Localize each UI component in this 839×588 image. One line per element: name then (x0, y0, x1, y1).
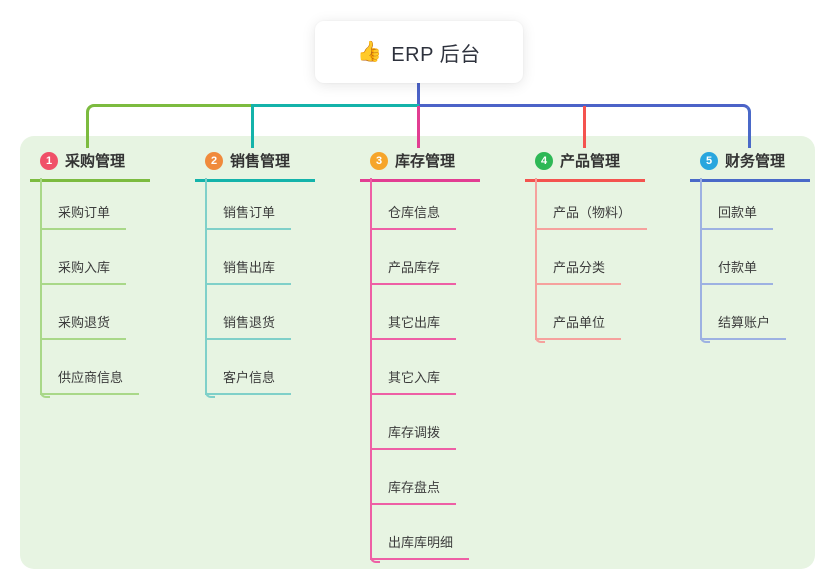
thumbs-up-icon: 👍 (357, 41, 383, 63)
branch-number-badge: 5 (700, 151, 718, 170)
connector-drop-teal (251, 104, 254, 148)
branch-title: 产品管理 (560, 153, 621, 170)
root-connector-line (417, 83, 420, 107)
root-node-erp[interactable]: 👍 ERP 后台 (315, 21, 523, 83)
branch-sales: 2 销售管理 销售订单 销售出库 销售退货 客户信息 (195, 147, 345, 398)
tree-node[interactable]: 产品（物料） (535, 204, 648, 230)
branch-header-sales[interactable]: 2 销售管理 (195, 147, 315, 182)
connector-drop-red (583, 106, 586, 148)
tree-node[interactable]: 其它入库 (370, 369, 457, 395)
tree-node[interactable]: 库存盘点 (370, 479, 457, 505)
branch-purchase: 1 采购管理 采购订单 采购入库 采购退货 供应商信息 (30, 147, 180, 398)
branch-title: 财务管理 (725, 153, 786, 170)
connector-drop-magenta (417, 106, 420, 148)
tree-node[interactable]: 结算账户 (700, 314, 787, 340)
branches-background-panel (20, 136, 815, 569)
branch-trunk-line (370, 178, 380, 563)
branch-product: 4 产品管理 产品（物料） 产品分类 产品单位 (525, 147, 675, 343)
tree-node[interactable]: 产品单位 (535, 314, 622, 340)
tree-node[interactable]: 回款单 (700, 204, 774, 230)
tree-node[interactable]: 产品库存 (370, 259, 457, 285)
tree-node[interactable]: 客户信息 (205, 369, 292, 395)
branch-number-badge: 4 (535, 151, 553, 170)
branch-title: 销售管理 (230, 153, 291, 170)
branch-title: 库存管理 (395, 153, 456, 170)
tree-node[interactable]: 付款单 (700, 259, 774, 285)
branch-trunk-line (535, 178, 545, 343)
branch-number-badge: 1 (40, 151, 58, 170)
branch-trunk-line (205, 178, 215, 398)
tree-node[interactable]: 产品分类 (535, 259, 622, 285)
connector-segment-blue (419, 104, 751, 148)
branch-header-purchase[interactable]: 1 采购管理 (30, 147, 150, 182)
branch-number-badge: 3 (370, 151, 388, 170)
branch-trunk-line (700, 178, 710, 343)
tree-node[interactable]: 销售订单 (205, 204, 292, 230)
branch-header-inventory[interactable]: 3 库存管理 (360, 147, 480, 182)
branch-header-finance[interactable]: 5 财务管理 (690, 147, 810, 182)
tree-node[interactable]: 销售退货 (205, 314, 292, 340)
tree-node[interactable]: 库存调拨 (370, 424, 457, 450)
tree-node[interactable]: 销售出库 (205, 259, 292, 285)
branch-header-product[interactable]: 4 产品管理 (525, 147, 645, 182)
branch-title: 采购管理 (65, 153, 126, 170)
tree-node[interactable]: 仓库信息 (370, 204, 457, 230)
branch-trunk-line (40, 178, 50, 398)
connector-segment-teal (251, 104, 419, 107)
tree-node[interactable]: 出库库明细 (370, 534, 470, 560)
branch-finance: 5 财务管理 回款单 付款单 结算账户 (690, 147, 839, 343)
tree-node[interactable]: 供应商信息 (40, 369, 140, 395)
tree-node[interactable]: 其它出库 (370, 314, 457, 340)
tree-node[interactable]: 采购订单 (40, 204, 127, 230)
branch-number-badge: 2 (205, 151, 223, 170)
tree-node[interactable]: 采购退货 (40, 314, 127, 340)
tree-node[interactable]: 采购入库 (40, 259, 127, 285)
root-node-title: ERP 后台 (391, 43, 481, 66)
connector-segment-green (86, 104, 253, 148)
branch-inventory: 3 库存管理 仓库信息 产品库存 其它出库 其它入库 库存调拨 库存盘点 出库库… (360, 147, 510, 563)
